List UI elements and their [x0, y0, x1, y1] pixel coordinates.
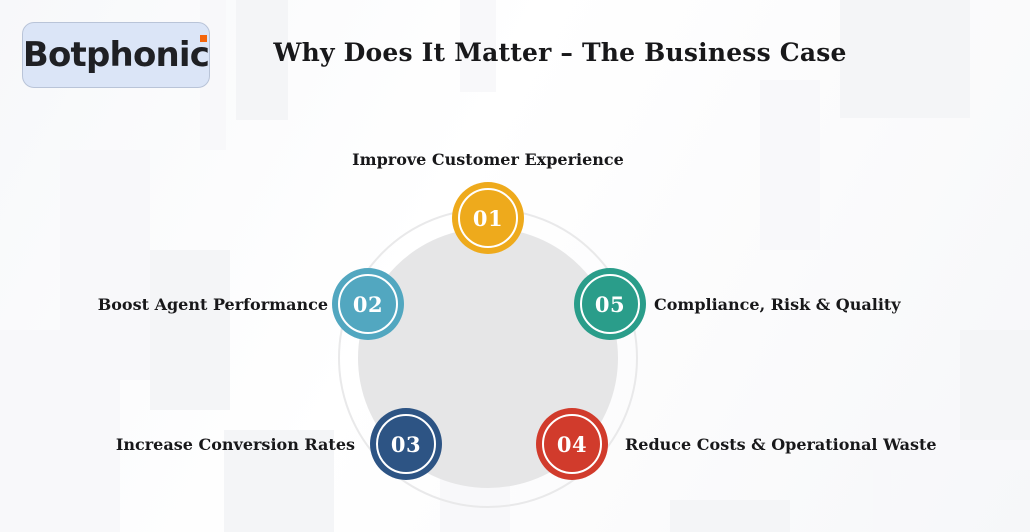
node-inner-ring [542, 414, 602, 474]
logo-wordmark: Botphonic [22, 35, 210, 75]
cycle-node-label-03: Increase Conversion Rates [115, 435, 355, 454]
node-number: 05 [594, 291, 626, 317]
cycle-node-label-05: Compliance, Risk & Quality [654, 295, 901, 314]
cycle-node-label-01: Improve Customer Experience [352, 150, 624, 169]
cycle-node-02[interactable]: 02 [332, 268, 404, 340]
cycle-node-03[interactable]: 03 [370, 408, 442, 480]
node-number: 04 [556, 431, 588, 457]
logo-text: Botphonic [22, 35, 210, 75]
cycle-node-label-02: Boost Agent Performance [97, 295, 328, 314]
node-inner-ring [580, 274, 640, 334]
page-title: Why Does It Matter – The Business Case [273, 38, 847, 67]
node-number: 02 [352, 291, 384, 317]
node-number: 01 [472, 205, 504, 231]
cycle-node-05[interactable]: 05 [574, 268, 646, 340]
node-inner-ring [458, 188, 518, 248]
cycle-node-04[interactable]: 04 [536, 408, 608, 480]
node-inner-ring [376, 414, 436, 474]
node-inner-ring [338, 274, 398, 334]
logo-accent-dot-icon [200, 35, 208, 42]
cycle-node-label-04: Reduce Costs & Operational Waste [625, 435, 937, 454]
cycle-node-01[interactable]: 01 [452, 182, 524, 254]
logo-badge[interactable]: Botphonic [22, 22, 210, 88]
node-number: 03 [390, 431, 422, 457]
